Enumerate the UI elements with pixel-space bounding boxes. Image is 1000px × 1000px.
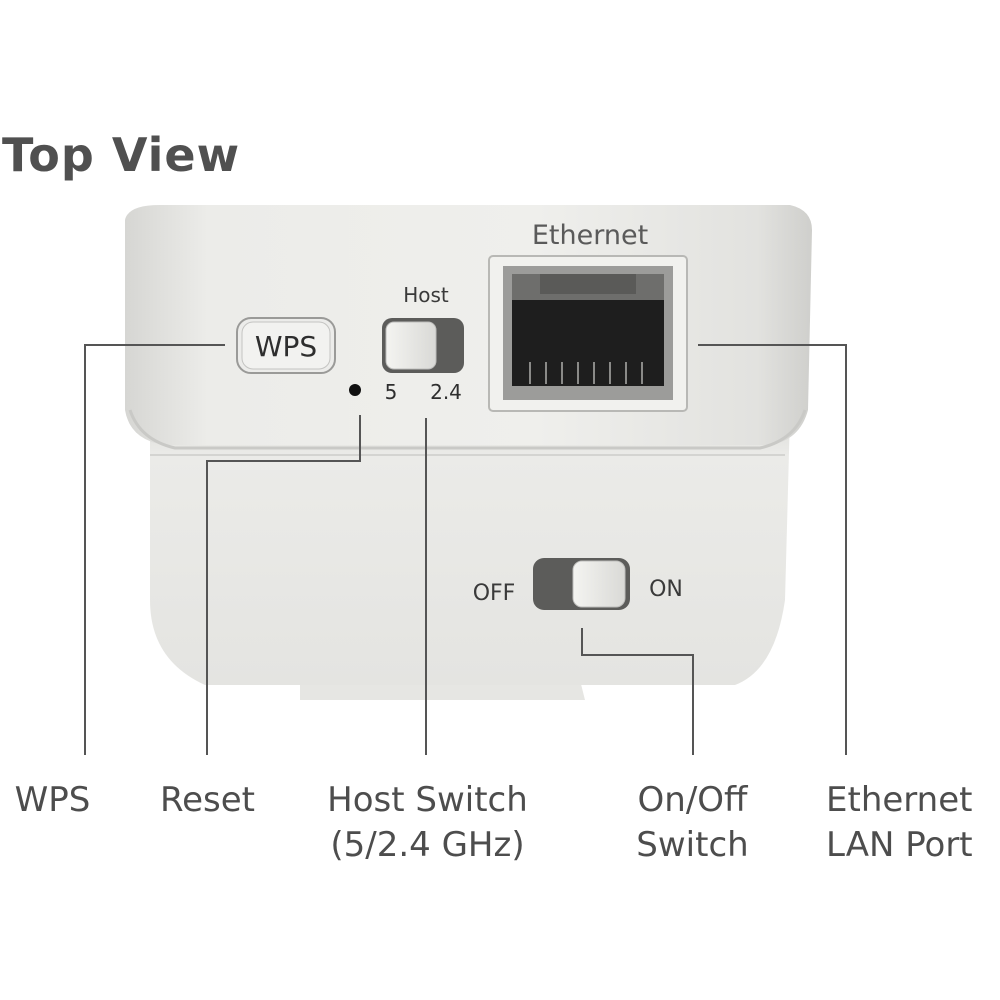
off-label: OFF xyxy=(473,581,516,606)
ethernet-port[interactable]: Ethernet xyxy=(488,220,688,412)
on-label: ON xyxy=(649,577,683,602)
callout-host-switch: Host Switch (5/2.4 GHz) xyxy=(327,780,528,865)
ethernet-label: Ethernet xyxy=(532,220,648,251)
band-5-label: 5 xyxy=(385,380,398,404)
ethernet-leader xyxy=(698,344,847,755)
callout-wps: WPS xyxy=(14,780,91,820)
host-switch[interactable]: Host 5 2.4 xyxy=(382,283,464,404)
host-label: Host xyxy=(403,283,449,307)
wps-button[interactable]: WPS xyxy=(236,317,336,374)
callout-ethernet-port: Ethernet LAN Port xyxy=(826,780,973,865)
reset-leader xyxy=(206,415,361,755)
device-body xyxy=(125,205,812,700)
power-switch[interactable]: OFF ON xyxy=(473,558,683,610)
reset-hole[interactable] xyxy=(349,384,361,396)
wps-button-label: WPS xyxy=(255,330,317,363)
callout-onoff-switch: On/Off Switch xyxy=(636,780,749,865)
band-24-label: 2.4 xyxy=(430,380,462,404)
onoff-leader xyxy=(581,628,694,755)
callout-reset: Reset xyxy=(160,780,255,820)
page-title: Top View xyxy=(2,128,241,182)
leader-lines xyxy=(84,344,847,755)
wps-leader xyxy=(84,344,225,755)
